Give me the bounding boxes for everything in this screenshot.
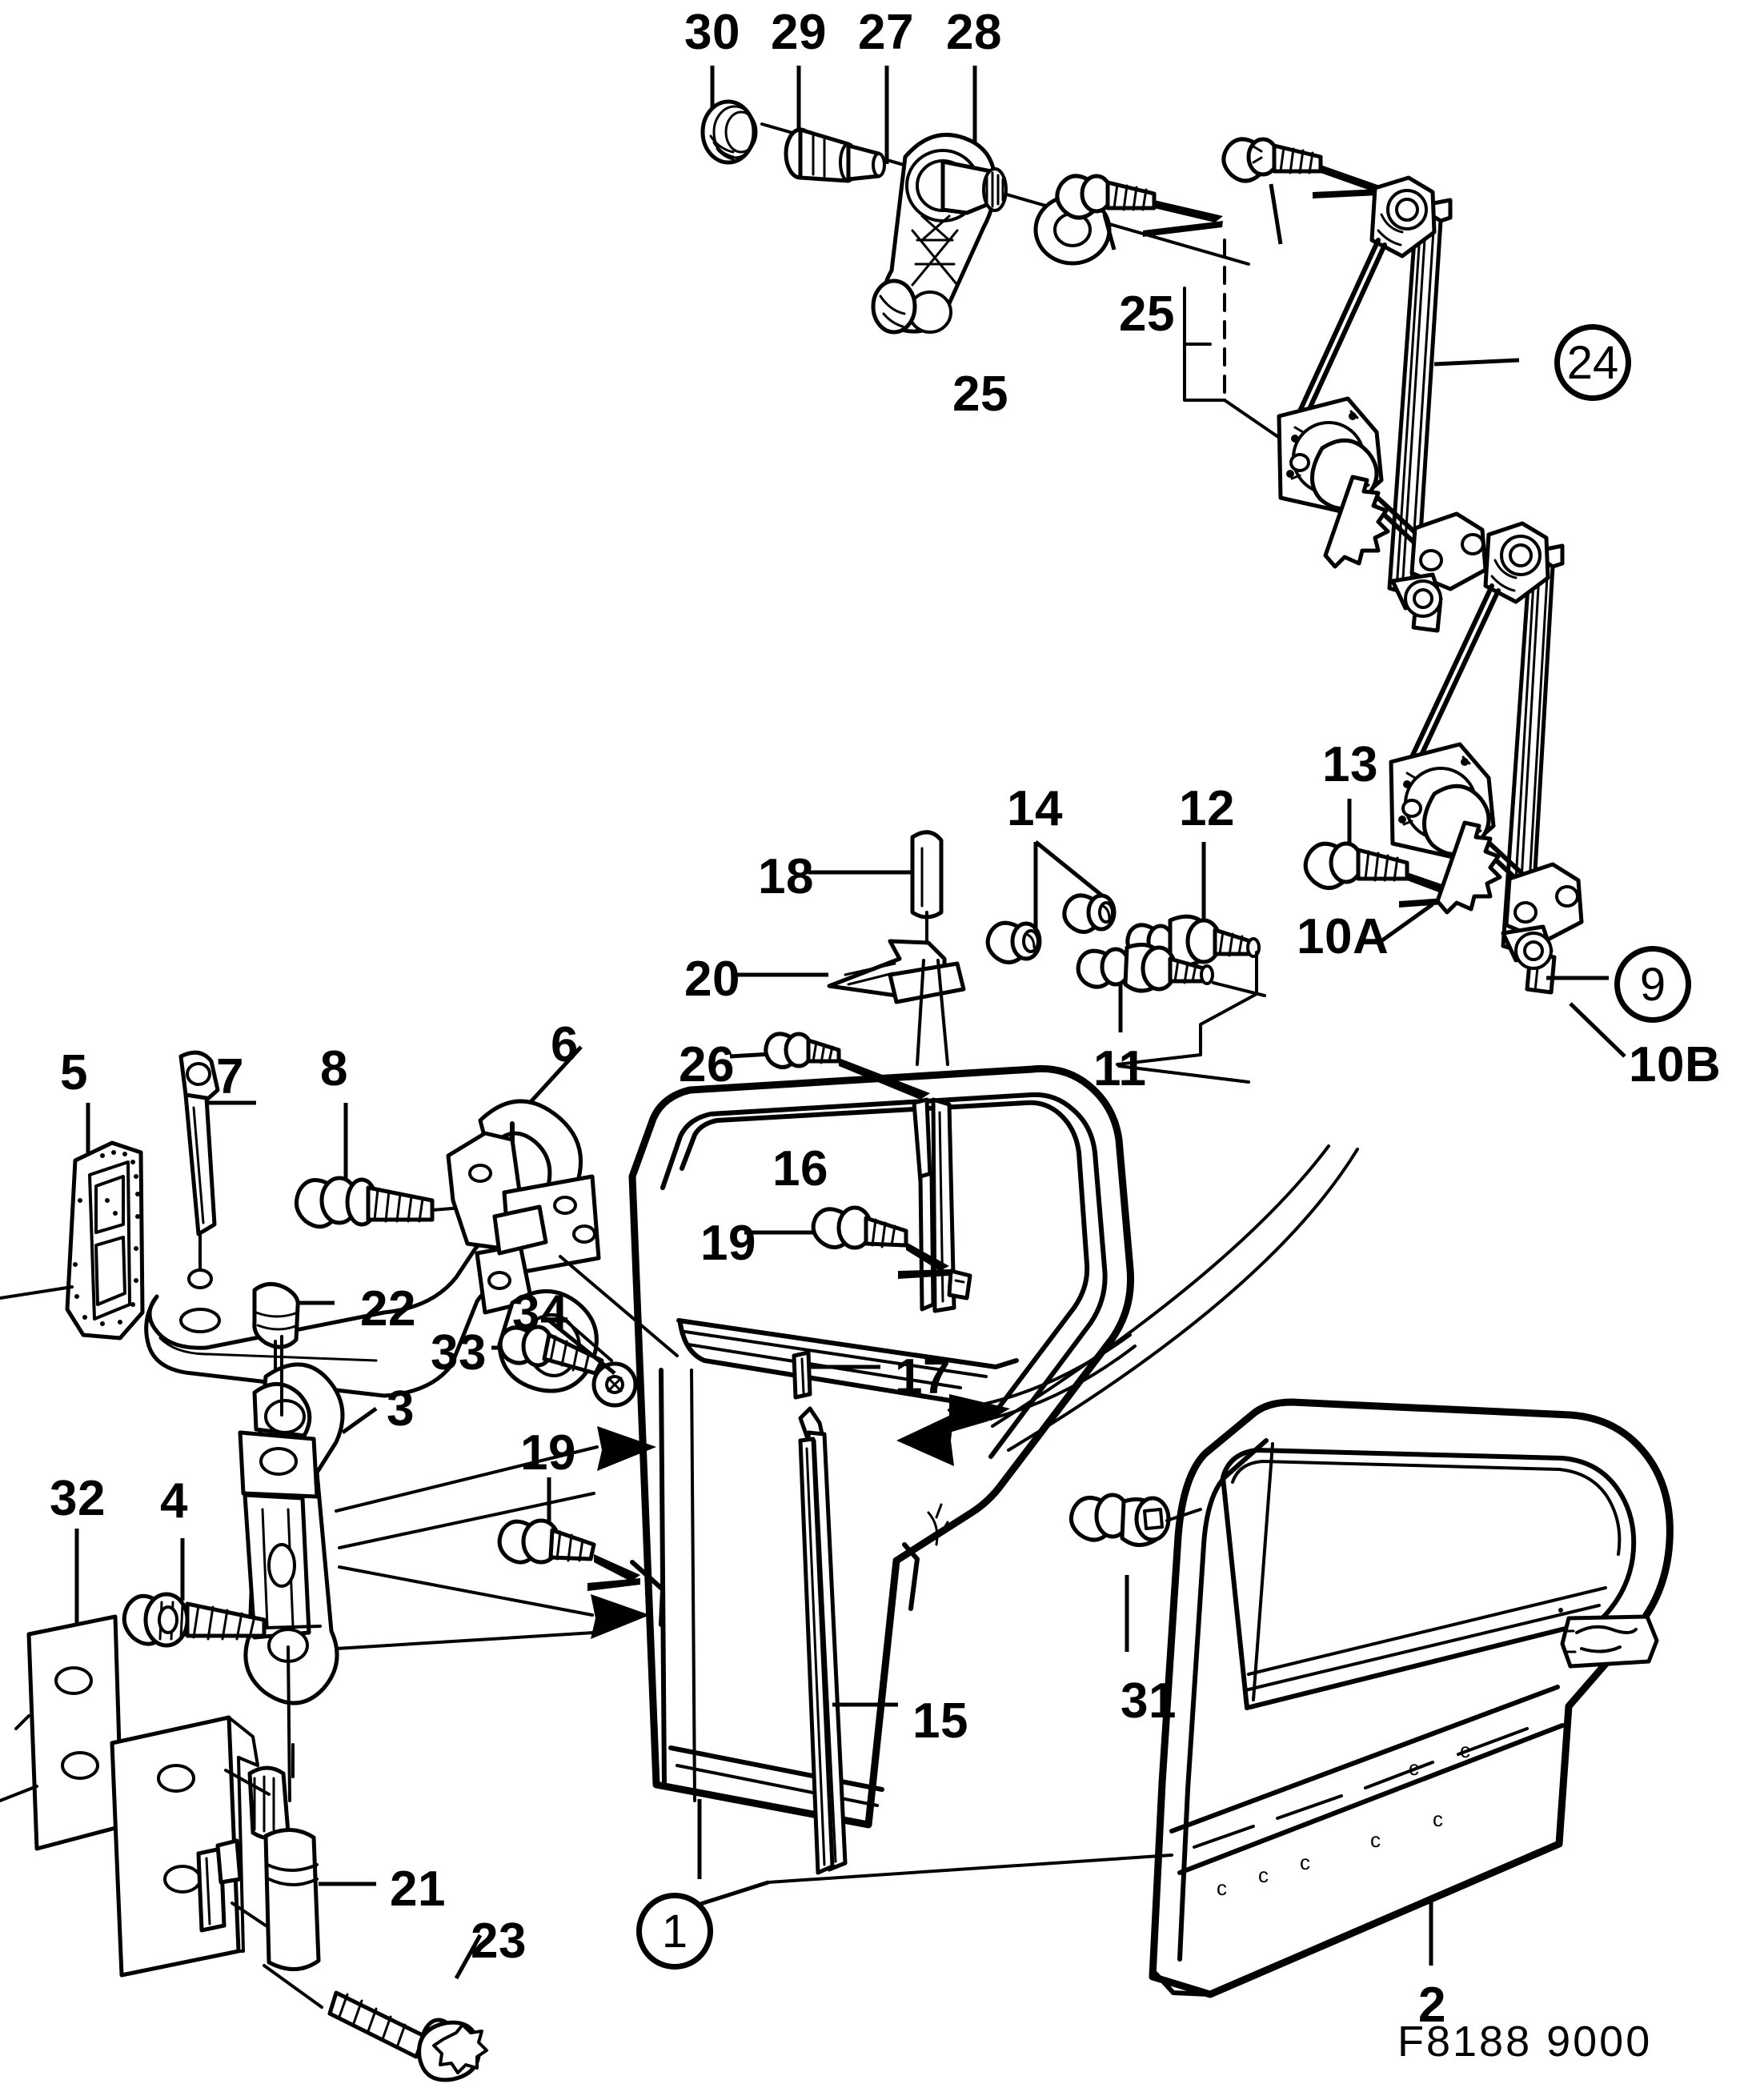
callout-20: 20 bbox=[684, 952, 740, 1007]
callout-19b: 19 bbox=[520, 1425, 576, 1481]
callout-23: 23 bbox=[471, 1914, 527, 1969]
svg-text:c: c bbox=[1300, 1850, 1310, 1874]
callout-3: 3 bbox=[387, 1381, 415, 1437]
callout-25a: 25 bbox=[1119, 287, 1175, 342]
callout-33: 33 bbox=[431, 1325, 487, 1381]
callout-34: 34 bbox=[512, 1285, 568, 1341]
callout-circled-24: 24 bbox=[1554, 324, 1631, 401]
callout-32: 32 bbox=[50, 1471, 106, 1526]
callout-19a: 19 bbox=[700, 1216, 756, 1271]
callout-15: 15 bbox=[912, 1693, 968, 1749]
figure-code: F8188 9000 bbox=[1397, 2018, 1653, 2066]
callout-10A: 10A bbox=[1297, 909, 1389, 964]
callout-circled-1: 1 bbox=[636, 1893, 713, 1970]
callout-16: 16 bbox=[772, 1141, 828, 1196]
callout-12: 12 bbox=[1179, 781, 1235, 836]
svg-text:c: c bbox=[1258, 1863, 1269, 1887]
callout-circled-9: 9 bbox=[1614, 946, 1691, 1023]
callout-4: 4 bbox=[160, 1473, 188, 1529]
callout-7: 7 bbox=[216, 1049, 244, 1104]
callout-27: 27 bbox=[858, 5, 914, 60]
svg-text:c: c bbox=[1370, 1828, 1381, 1852]
svg-text:c: c bbox=[1433, 1807, 1443, 1831]
callout-29: 29 bbox=[771, 5, 827, 60]
callout-18: 18 bbox=[758, 849, 814, 904]
callout-10B: 10B bbox=[1629, 1037, 1722, 1092]
callout-28: 28 bbox=[946, 5, 1002, 60]
callout-6: 6 bbox=[551, 1017, 579, 1072]
callout-2: 2 bbox=[1418, 1978, 1446, 2033]
callout-26: 26 bbox=[679, 1037, 735, 1092]
svg-text:c: c bbox=[1409, 1756, 1419, 1780]
callout-11: 11 bbox=[1093, 1041, 1147, 1096]
callout-30: 30 bbox=[684, 5, 740, 60]
callout-17: 17 bbox=[895, 1349, 951, 1405]
callout-21: 21 bbox=[390, 1862, 446, 1917]
callout-31: 31 bbox=[1121, 1673, 1177, 1729]
callout-8: 8 bbox=[320, 1041, 348, 1096]
svg-text:c: c bbox=[1460, 1738, 1470, 1762]
callout-5: 5 bbox=[60, 1045, 88, 1100]
svg-text:c: c bbox=[1217, 1876, 1227, 1900]
callout-13: 13 bbox=[1322, 737, 1378, 792]
callout-22: 22 bbox=[360, 1281, 416, 1337]
callout-25b: 25 bbox=[952, 367, 1008, 422]
callout-14: 14 bbox=[1007, 781, 1063, 836]
